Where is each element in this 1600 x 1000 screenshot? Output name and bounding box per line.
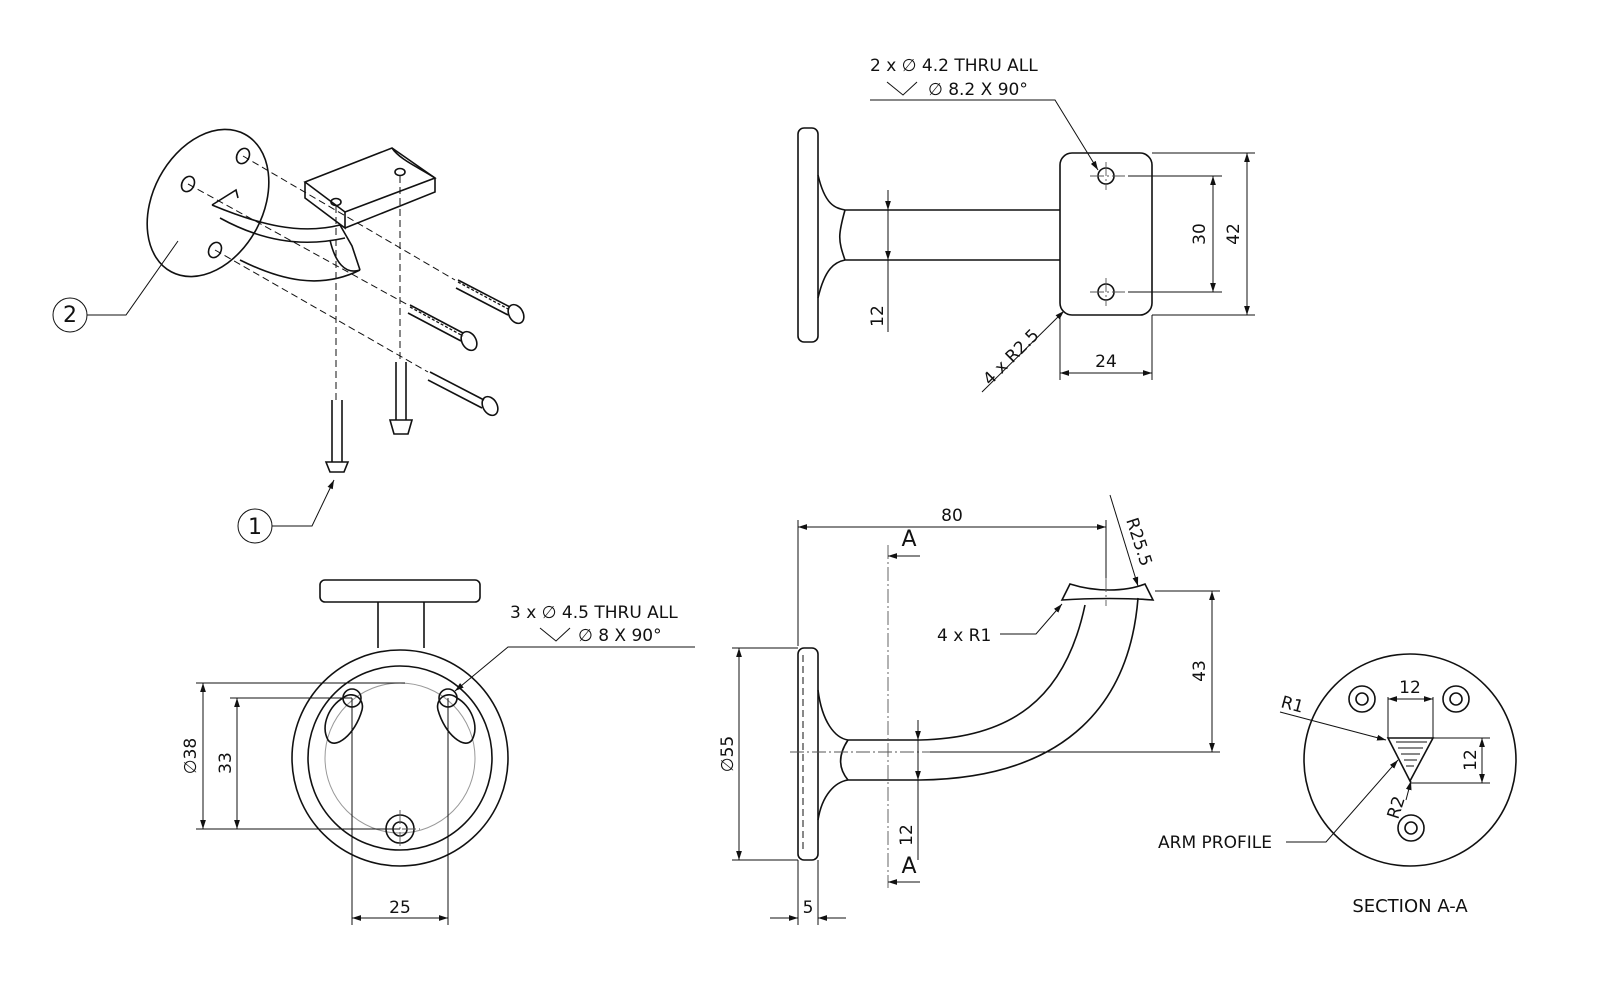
- dimension-42: 42: [1152, 152, 1255, 316]
- dimension-12-side: 12: [897, 720, 921, 860]
- assembly-lines-iso: [187, 155, 456, 400]
- section-r1-label: R1: [1279, 693, 1306, 718]
- dimension-12-top: 12: [868, 190, 891, 332]
- callout-1: 1: [237, 479, 335, 544]
- dimension-dia-55: ∅55: [718, 647, 798, 861]
- hole-note-top-line2: ∅ 8.2 X 90°: [928, 80, 1028, 100]
- radius-1-label: 4 x R1: [937, 626, 991, 646]
- dimension-43: 43: [930, 590, 1220, 753]
- side-view-dimensions: 80 R25.5 4 x R1 43 ∅55 12: [718, 494, 1220, 925]
- section-mark-bottom: A: [901, 854, 916, 879]
- dim-12-side-label: 12: [897, 824, 917, 846]
- wall-plate-iso: [146, 128, 270, 278]
- dim-30-label: 30: [1190, 223, 1210, 245]
- section-mark-top: A: [901, 527, 916, 552]
- hole-note-bottom-line1: 3 x ∅ 4.5 THRU ALL: [510, 603, 678, 623]
- radius-25-5-note: R25.5: [1109, 494, 1156, 587]
- dim-25-label: 25: [389, 898, 411, 918]
- section-title: SECTION A-A: [1352, 896, 1468, 917]
- radius-25-5-label: R25.5: [1121, 515, 1155, 568]
- radius-2-5-note: 4 x R2.5: [979, 310, 1065, 393]
- dim-33-label: 33: [216, 752, 236, 774]
- section-cut-line: A A: [887, 527, 920, 888]
- saddle-iso: [303, 147, 437, 230]
- dimension-24: 24: [1059, 315, 1153, 380]
- radius-1-note: 4 x R1: [937, 603, 1063, 646]
- dimension-dia-38: ∅38: [181, 682, 405, 830]
- wall-plate-view: [291, 579, 509, 867]
- section-dimension-12-v: 12: [1410, 737, 1490, 784]
- side-view: [790, 578, 1155, 861]
- isometric-exploded-view: 2 1: [52, 128, 525, 544]
- callout-1-label: 1: [248, 515, 262, 540]
- callout-2-label: 2: [63, 303, 77, 328]
- arm-profile-label: ARM PROFILE: [1158, 833, 1272, 853]
- screws-iso: [324, 279, 525, 473]
- dim-42-label: 42: [1224, 223, 1244, 245]
- dimension-25: 25: [351, 698, 449, 925]
- section-dimension-12-h: 12: [1387, 678, 1434, 738]
- dimension-30: 30: [1128, 175, 1222, 293]
- wall-plate-dimensions: 3 x ∅ 4.5 THRU ALL ∅ 8 X 90° ∅38 33 25: [181, 603, 695, 925]
- dim-5-label: 5: [803, 898, 814, 918]
- top-view: [797, 127, 1153, 343]
- section-radius-1-note: R1: [1279, 693, 1387, 741]
- dimension-33: 33: [216, 697, 352, 829]
- dim-dia-55-label: ∅55: [718, 736, 738, 772]
- section-a-a-view: [1303, 653, 1517, 867]
- section-dim-12-h-label: 12: [1399, 678, 1421, 698]
- hole-note-top: 2 x ∅ 4.2 THRU ALL ∅ 8.2 X 90°: [870, 56, 1099, 171]
- top-view-dimensions: 2 x ∅ 4.2 THRU ALL ∅ 8.2 X 90° 30 42 12: [868, 56, 1255, 393]
- arm-iso: [211, 188, 361, 282]
- section-r2-label: R2: [1384, 794, 1410, 822]
- arm-profile-note: ARM PROFILE: [1158, 759, 1399, 853]
- hole-note-top-line1: 2 x ∅ 4.2 THRU ALL: [870, 56, 1038, 76]
- dim-dia-38-label: ∅38: [181, 738, 201, 774]
- hole-note-bottom: 3 x ∅ 4.5 THRU ALL ∅ 8 X 90°: [454, 603, 695, 692]
- dimension-5: 5: [770, 860, 846, 925]
- dim-24-label: 24: [1095, 352, 1117, 372]
- dim-43-label: 43: [1190, 660, 1210, 682]
- callout-2: 2: [52, 240, 179, 333]
- section-dim-12-v-label: 12: [1461, 749, 1481, 771]
- hole-note-bottom-line2: ∅ 8 X 90°: [578, 626, 662, 646]
- dim-80-label: 80: [941, 506, 963, 526]
- dim-12-top-label: 12: [868, 305, 888, 327]
- section-dimensions: 12 12 R1 R2 ARM PROFILE SECTION A-A: [1158, 678, 1490, 917]
- dimension-80: 80: [797, 506, 1107, 646]
- radius-2-5-label: 4 x R2.5: [979, 326, 1043, 390]
